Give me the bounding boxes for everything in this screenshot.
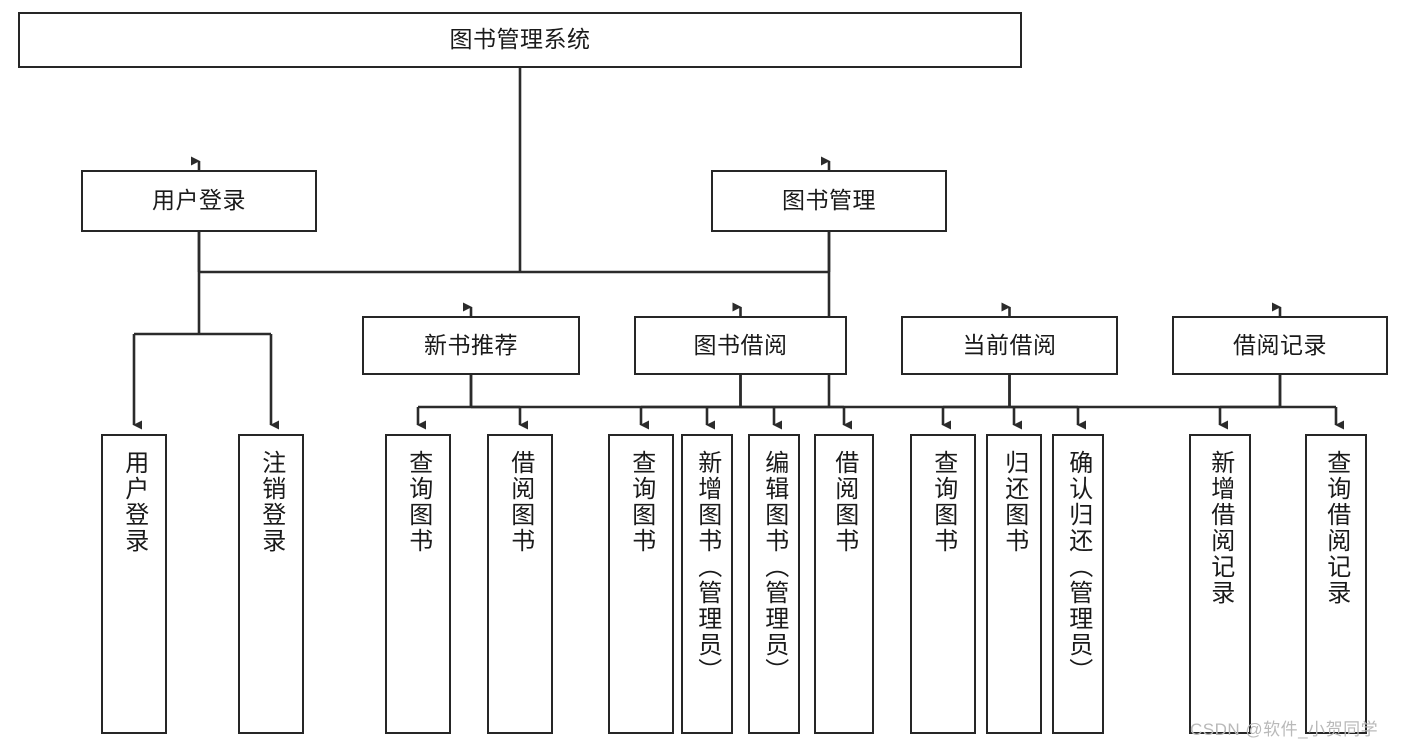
- node-current-borrow-label: 当前借阅: [962, 331, 1057, 358]
- node-book-manage[interactable]: 图书管理: [711, 170, 947, 232]
- node-leaf-query-record-label: 查询借阅记录: [1322, 450, 1350, 606]
- node-leaf-query-book-1[interactable]: 查询图书: [385, 434, 451, 734]
- node-book-borrow[interactable]: 图书借阅: [634, 316, 847, 375]
- node-leaf-borrow-book-2-label: 借阅图书: [830, 450, 858, 554]
- node-leaf-edit-book-label: 编辑图书（管理员）: [760, 450, 788, 684]
- node-leaf-borrow-book-1-label: 借阅图书: [506, 450, 534, 554]
- node-user-login[interactable]: 用户登录: [81, 170, 317, 232]
- node-leaf-confirm-return-label: 确认归还（管理员）: [1064, 450, 1092, 684]
- node-leaf-borrow-book-2[interactable]: 借阅图书: [814, 434, 874, 734]
- node-leaf-query-book-3[interactable]: 查询图书: [910, 434, 976, 734]
- node-borrow-record-label: 借阅记录: [1233, 331, 1327, 358]
- node-leaf-query-book-3-label: 查询图书: [929, 450, 957, 554]
- node-root[interactable]: 图书管理系统: [18, 12, 1022, 68]
- node-leaf-logout[interactable]: 注销登录: [238, 434, 304, 734]
- node-leaf-user-login[interactable]: 用户登录: [101, 434, 167, 734]
- node-book-manage-label: 图书管理: [782, 187, 876, 214]
- node-borrow-record[interactable]: 借阅记录: [1172, 316, 1388, 375]
- node-leaf-query-record[interactable]: 查询借阅记录: [1305, 434, 1367, 734]
- node-leaf-add-record-label: 新增借阅记录: [1206, 450, 1234, 606]
- node-leaf-query-book-2[interactable]: 查询图书: [608, 434, 674, 734]
- node-root-label: 图书管理系统: [449, 26, 591, 53]
- node-leaf-edit-book[interactable]: 编辑图书（管理员）: [748, 434, 800, 734]
- node-leaf-logout-label: 注销登录: [257, 450, 285, 554]
- node-current-borrow[interactable]: 当前借阅: [901, 316, 1118, 375]
- node-leaf-confirm-return[interactable]: 确认归还（管理员）: [1052, 434, 1104, 734]
- node-leaf-borrow-book-1[interactable]: 借阅图书: [487, 434, 553, 734]
- node-leaf-return-book-label: 归还图书: [1000, 450, 1028, 554]
- node-leaf-query-book-2-label: 查询图书: [627, 450, 655, 554]
- node-new-book-recommend-label: 新书推荐: [424, 331, 518, 358]
- node-leaf-add-record[interactable]: 新增借阅记录: [1189, 434, 1251, 734]
- node-leaf-query-book-1-label: 查询图书: [404, 450, 432, 554]
- node-leaf-add-book-label: 新增图书（管理员）: [693, 450, 721, 684]
- node-book-borrow-label: 图书借阅: [693, 331, 788, 358]
- node-leaf-return-book[interactable]: 归还图书: [986, 434, 1042, 734]
- csdn-watermark: CSDN @软件_小贺同学: [1190, 720, 1379, 739]
- node-leaf-add-book[interactable]: 新增图书（管理员）: [681, 434, 733, 734]
- node-user-login-label: 用户登录: [152, 187, 246, 214]
- node-leaf-user-login-label: 用户登录: [120, 450, 148, 554]
- node-new-book-recommend[interactable]: 新书推荐: [362, 316, 580, 375]
